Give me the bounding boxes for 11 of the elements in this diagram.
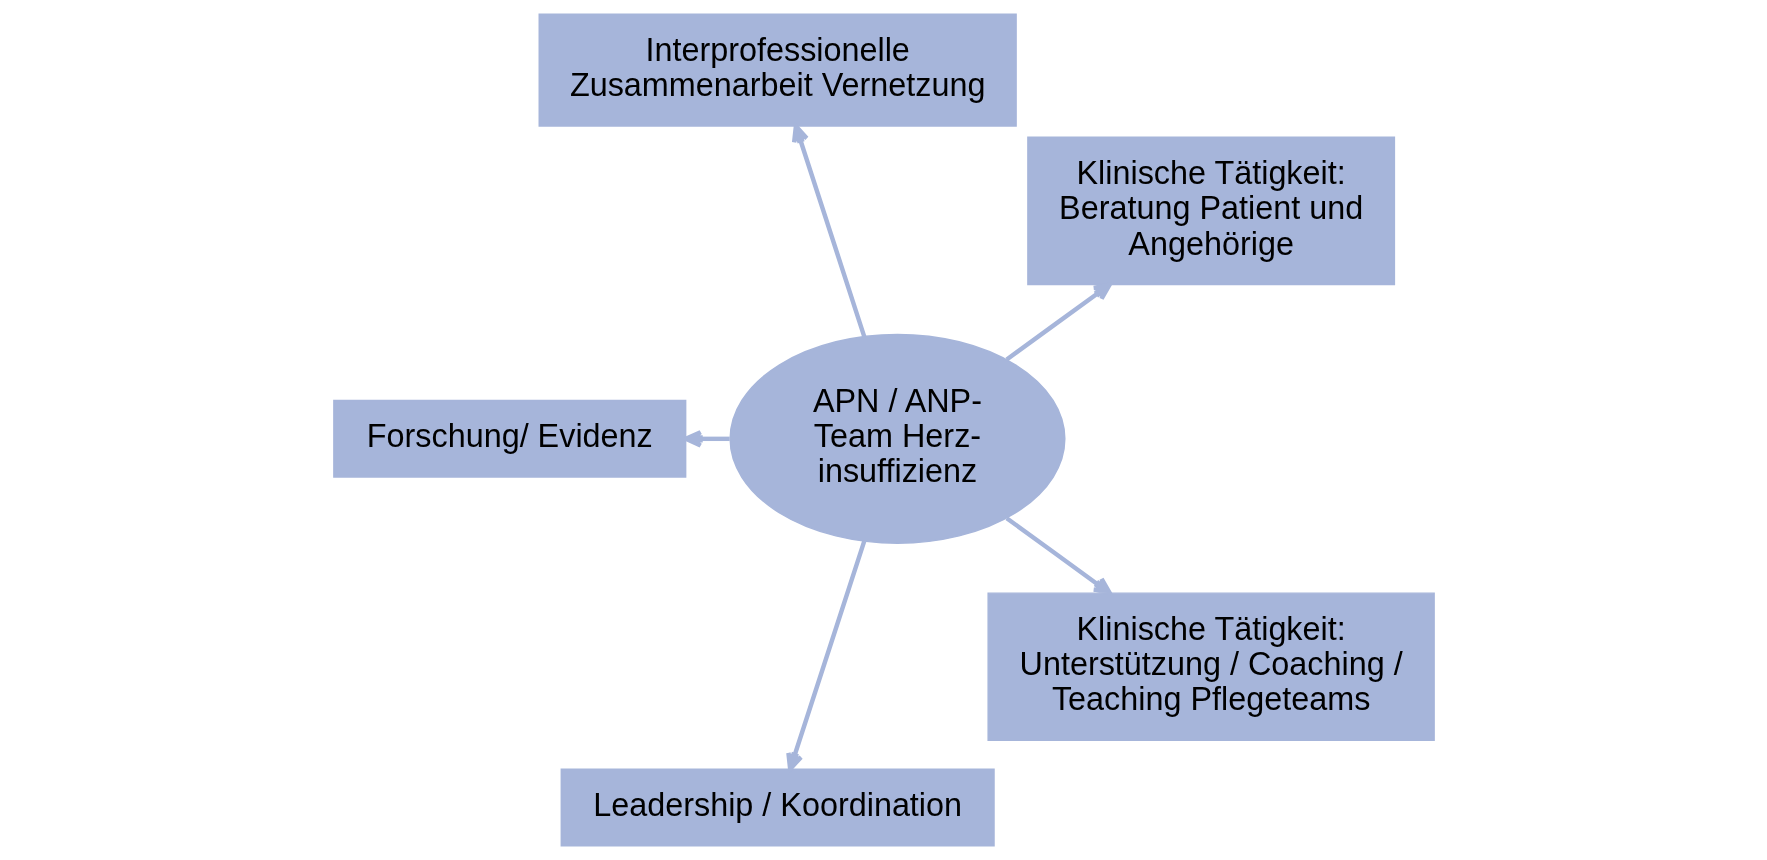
node-box: Klinische Tätigkeit: Beratung Patient und Angehörige bbox=[1026, 136, 1395, 286]
arrow bbox=[785, 540, 866, 772]
arrow bbox=[683, 430, 730, 448]
node-ellipse: APN / ANP- Team Herz- insuffizienz bbox=[728, 333, 1066, 544]
arrow bbox=[1004, 516, 1112, 596]
node-box: Forschung/ Evidenz bbox=[332, 399, 686, 478]
node-box: Interprofessionelle Zusammenarbeit Vernetzung bbox=[538, 13, 1017, 127]
arrow bbox=[1004, 282, 1112, 362]
node-box: Leadership / Koordination bbox=[560, 768, 995, 847]
node-box: Klinische Tätigkeit: Unterstützung / Coaching / Teaching Pflegeteams bbox=[986, 592, 1435, 742]
arrow bbox=[791, 123, 866, 338]
